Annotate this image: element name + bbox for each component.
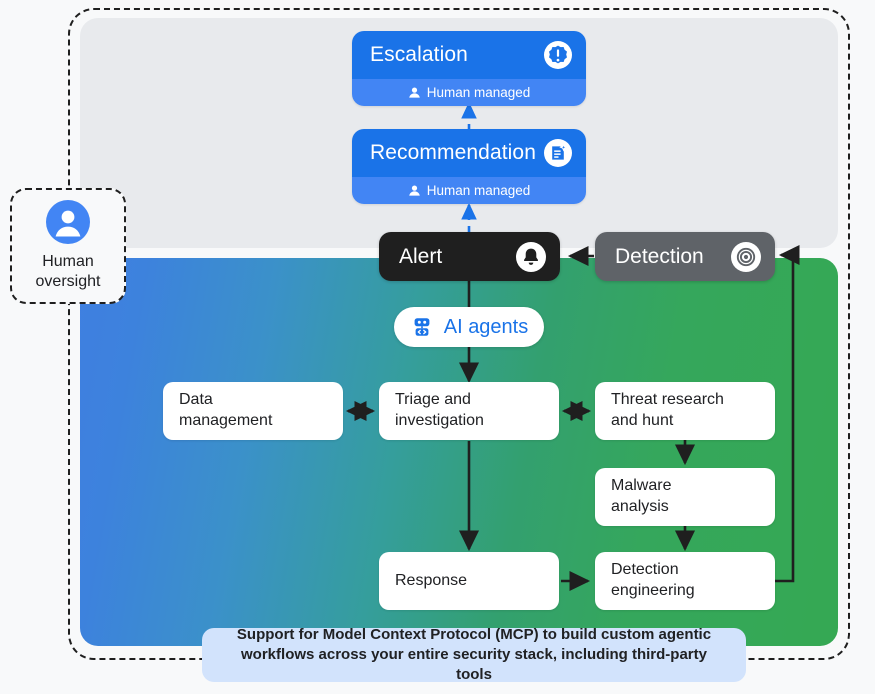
detection-chip[interactable]: Detection (595, 232, 775, 281)
escalation-header: Escalation (352, 31, 586, 79)
process-box-malware-analysis[interactable]: Malware analysis (595, 468, 775, 526)
human-oversight-card[interactable]: Human oversight (10, 188, 126, 304)
alert-chip[interactable]: Alert (379, 232, 560, 281)
target-icon (731, 241, 761, 272)
malware-analysis-label: Malware analysis (611, 477, 672, 515)
recommendation-footer: Human managed (352, 177, 586, 204)
process-box-detection-engineering[interactable]: Detection engineering (595, 552, 775, 610)
person-circle-icon (46, 200, 90, 245)
escalation-footer: Human managed (352, 79, 586, 106)
data-management-label: Data management (179, 391, 273, 429)
detection-title: Detection (615, 244, 704, 268)
process-box-triage-and-investigation[interactable]: Triage and investigation (379, 382, 559, 440)
escalation-card[interactable]: Escalation Human managed (352, 31, 586, 106)
ai-agents-label: AI agents (443, 315, 529, 338)
detection-engineering-label: Detection engineering (611, 561, 695, 599)
recommendation-subtitle: Human managed (426, 183, 531, 198)
mcp-banner-line2: workflows across your entire security st… (241, 645, 707, 684)
threat-research-and-hunt-label: Threat research and hunt (611, 391, 724, 429)
alert-title: Alert (399, 244, 443, 268)
human-oversight-label: Human oversight (35, 253, 101, 290)
mcp-banner-text: Support for Model Context Protocol (MCP)… (224, 625, 724, 686)
process-box-response[interactable]: Response (379, 552, 559, 610)
triage-and-investigation-label: Triage and investigation (395, 391, 484, 429)
alert-badge-icon (544, 41, 572, 69)
person-icon (408, 86, 421, 99)
bell-icon (516, 241, 546, 272)
escalation-subtitle: Human managed (426, 85, 531, 100)
process-box-threat-research-and-hunt[interactable]: Threat research and hunt (595, 382, 775, 440)
document-sparkle-icon (544, 139, 572, 167)
mcp-support-banner: Support for Model Context Protocol (MCP)… (202, 626, 746, 683)
person-icon (408, 184, 421, 197)
mcp-banner-line1: Support for Model Context Protocol (MCP)… (236, 625, 712, 643)
robot-icon (410, 315, 434, 339)
ai-agents-pill[interactable]: AI agents (394, 307, 544, 347)
recommendation-title: Recommendation (370, 141, 536, 164)
process-box-data-management[interactable]: Data management (163, 382, 343, 440)
recommendation-card[interactable]: Recommendation Human managed (352, 129, 586, 204)
escalation-title: Escalation (370, 43, 468, 66)
recommendation-header: Recommendation (352, 129, 586, 177)
response-label: Response (395, 571, 468, 589)
